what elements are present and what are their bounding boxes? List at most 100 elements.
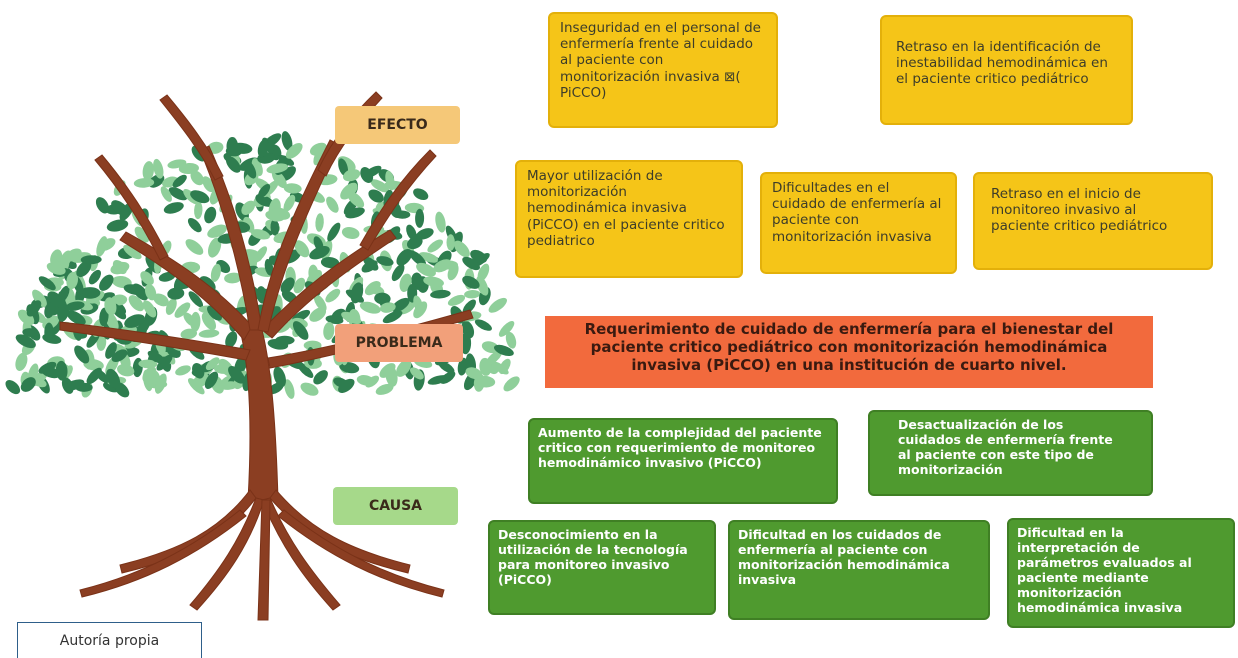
leaf [58,285,70,303]
leaf [476,276,489,296]
leaf [374,292,391,305]
leaf [142,366,157,383]
leaf [198,329,220,338]
leaf [264,259,274,276]
leaf [391,297,410,313]
leaf [20,377,36,392]
leaf [225,331,238,348]
efecto-label: EFECTO [335,106,460,144]
leaf [498,321,515,337]
leaf [180,328,198,340]
leaf [284,379,295,399]
leaf [225,145,243,157]
leaf [396,249,413,266]
leaf [265,210,285,222]
leaf [96,334,107,351]
cause-box: Dificultad en los cuidados de enfermería… [728,520,990,620]
leaf [488,297,507,313]
leaf [341,311,362,325]
leaf [408,250,427,267]
leaf [359,301,381,314]
leaf [208,237,222,258]
leaf [66,310,86,325]
leaf [481,341,499,354]
leaf [190,190,210,204]
leaf [409,367,424,380]
leaf [140,271,154,286]
leaf [190,170,204,186]
leaf [98,238,116,251]
leaf [309,246,330,260]
leaf [123,284,145,295]
effect-box: Dificultades en el cuidado de enfermería… [760,172,957,274]
leaf [44,301,56,319]
leaf [207,224,227,238]
leaf [281,131,293,151]
leaf [309,142,327,156]
leaf [490,361,509,375]
problema-label: PROBLEMA [335,324,463,362]
leaf [167,159,187,169]
leaf [183,188,199,205]
leaf [207,305,222,321]
leaf [323,322,335,340]
leaf [46,262,66,275]
leaf [433,259,452,273]
leaf [313,294,327,312]
leaf [205,357,220,371]
leaf [494,344,514,356]
leaf [375,383,394,395]
leaf [255,195,274,207]
leaf [5,380,21,395]
leaf [325,315,344,325]
leaf [160,186,172,202]
effect-box: Retraso en el inicio de monitoreo invasi… [973,172,1213,270]
leaf [50,297,67,308]
leaf [244,160,257,179]
leaf [224,272,242,284]
leaf [65,301,85,311]
leaf [325,288,341,303]
leaf [363,256,379,271]
leaf [293,277,306,294]
leaf [440,371,456,384]
leaf [142,300,157,318]
leaf [338,378,355,393]
leaf [137,318,151,335]
leaf [453,240,470,258]
leaf [462,299,476,315]
leaf [435,211,446,233]
leaf [379,302,396,313]
leaf [194,201,203,220]
cause-box: Desactualización de los cuidados de enfe… [868,410,1153,496]
leaf [168,187,188,201]
leaf [341,227,360,239]
leaf [106,368,121,389]
leaf [154,373,167,394]
leaf [347,191,365,208]
leaf [40,365,60,379]
leaf [479,357,492,376]
leaf [106,219,129,232]
leaf [253,246,268,263]
leaf [485,350,503,366]
leaf [147,350,166,365]
leaf [80,255,102,265]
leaf [15,352,28,372]
leaf [128,295,145,312]
leaf [360,167,374,183]
effect-box: Mayor utilización de monitorización hemo… [515,160,743,278]
leaf [350,282,364,304]
causa-label: CAUSA [333,487,458,525]
leaf [163,202,184,214]
leaf [204,371,219,389]
leaf [385,170,395,191]
leaf [394,210,411,219]
leaf [294,240,310,258]
leaf [44,322,54,342]
leaf [376,256,394,266]
leaf [415,208,425,228]
leaf [447,294,466,306]
leaf [38,276,56,291]
leaf [95,197,110,214]
